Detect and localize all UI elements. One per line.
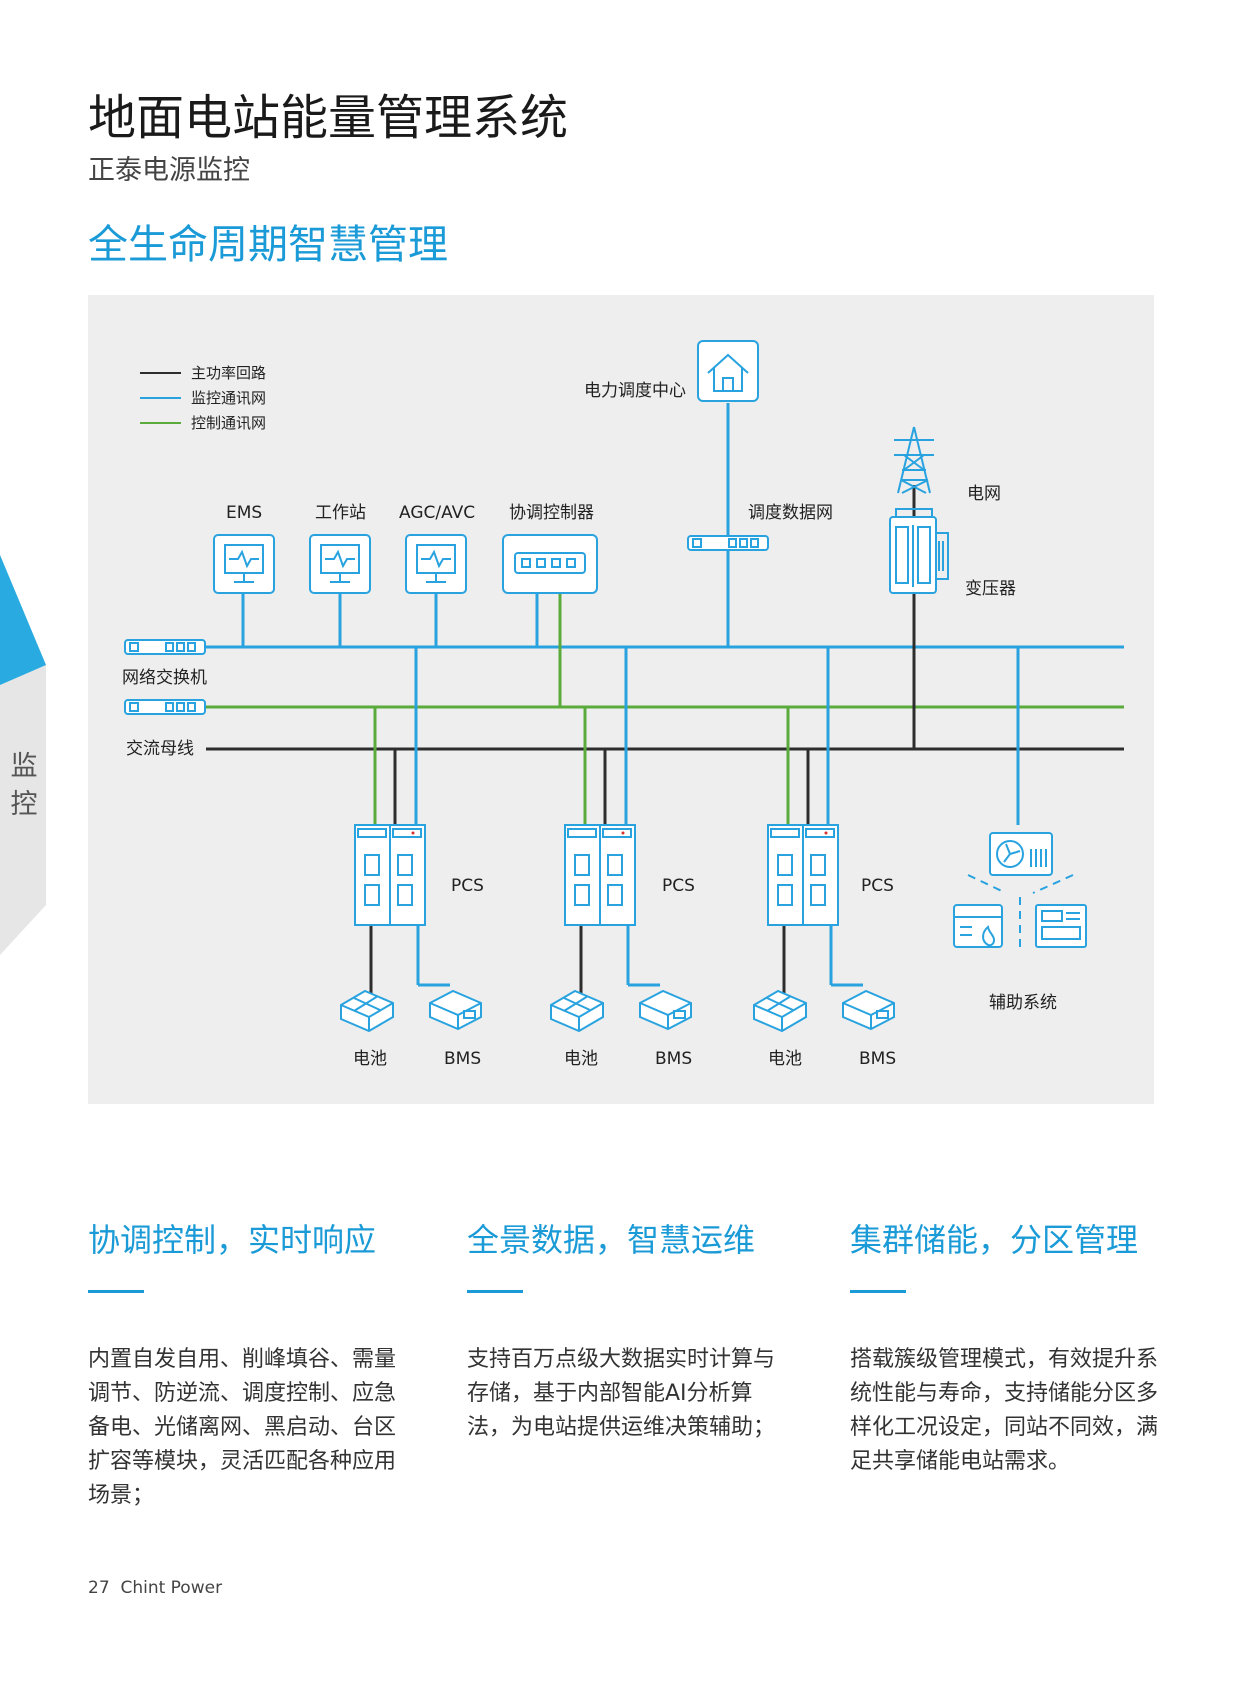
house-icon <box>697 340 759 402</box>
auxiliary-links <box>967 874 1074 950</box>
page-number: 27 <box>88 1578 110 1598</box>
label-bms-2: BMS <box>655 1049 693 1069</box>
label-bms-1: BMS <box>444 1049 482 1069</box>
footer-brand: Chint Power <box>120 1578 223 1598</box>
feature-divider <box>467 1290 523 1293</box>
system-diagram <box>124 340 1124 1033</box>
feature-body: 内置自发自用、削峰填谷、需量调节、防逆流、调度控制、应急备电、光储离网、黑启动、… <box>88 1347 397 1508</box>
label-dispatch-network: 调度数据网 <box>748 503 833 523</box>
label-transformer: 变压器 <box>965 579 1016 599</box>
diagram-panel <box>88 295 1154 1104</box>
label-pcs-1: PCS <box>451 876 484 896</box>
label-bms-3: BMS <box>859 1049 897 1069</box>
pcs-cabinet-icon-3 <box>767 824 839 926</box>
battery-icon-3 <box>753 989 807 1033</box>
legend-control-net: 控制通讯网 <box>191 414 267 432</box>
agc-avc-monitor-icon <box>405 534 467 594</box>
label-ac-bus: 交流母线 <box>126 739 194 759</box>
transformer-icon <box>889 508 949 594</box>
switch-icon-control <box>124 699 206 715</box>
label-battery-1: 电池 <box>353 1049 387 1069</box>
coordinator-icon <box>502 534 598 594</box>
feature-divider <box>88 1290 144 1293</box>
pcs-cabinet-icon-1 <box>354 824 426 926</box>
feature-panoramic-data: 全景数据，智慧运维 支持百万点级大数据实时计算与存储，基于内部智能AI分析算法，… <box>467 1218 777 1445</box>
feature-title: 集群储能，分区管理 <box>850 1221 1139 1259</box>
ems-monitor-icon <box>213 534 275 594</box>
legend-main-power: 主功率回路 <box>191 364 267 382</box>
dispatch-switch-icon <box>687 535 769 551</box>
battery-icon-1 <box>340 989 394 1033</box>
label-pcs-3: PCS <box>861 876 894 896</box>
fire-protection-icon <box>953 904 1003 948</box>
label-battery-2: 电池 <box>564 1049 598 1069</box>
control-panel-icon <box>1035 904 1087 948</box>
feature-cluster-storage: 集群储能，分区管理 搭载簇级管理模式，有效提升系统性能与寿命，支持储能分区多样化… <box>850 1218 1160 1479</box>
label-battery-3: 电池 <box>768 1049 802 1069</box>
page-footer: 27 Chint Power <box>88 1578 222 1598</box>
feature-divider <box>850 1290 906 1293</box>
section-title: 全生命周期智慧管理 <box>88 222 448 268</box>
side-tab <box>0 555 46 955</box>
bms-icon-3 <box>842 989 895 1031</box>
label-agc-avc: AGC/AVC <box>399 503 476 523</box>
page-subtitle: 正泰电源监控 <box>88 155 250 186</box>
page-title: 地面电站能量管理系统 <box>88 90 569 146</box>
label-grid: 电网 <box>967 484 1001 504</box>
label-coordinator: 协调控制器 <box>509 503 594 523</box>
feature-coordinated-control: 协调控制，实时响应 内置自发自用、削峰填谷、需量调节、防逆流、调度控制、应急备电… <box>88 1218 408 1513</box>
transmission-tower-icon <box>894 426 934 494</box>
feature-body: 支持百万点级大数据实时计算与存储，基于内部智能AI分析算法，为电站提供运维决策辅… <box>467 1347 776 1440</box>
label-network-switch: 网络交换机 <box>122 668 207 688</box>
side-tab-label: 监控 <box>10 751 38 820</box>
feature-title: 协调控制，实时响应 <box>88 1221 377 1259</box>
workstation-monitor-icon <box>309 534 371 594</box>
pcs-cabinet-icon-2 <box>564 824 636 926</box>
bms-icon-1 <box>429 989 482 1031</box>
label-workstation: 工作站 <box>315 503 366 523</box>
legend-monitor-net: 监控通讯网 <box>191 389 267 407</box>
label-dispatch-center: 电力调度中心 <box>584 381 686 401</box>
hvac-icon <box>989 832 1053 876</box>
switch-icon-monitor <box>124 639 206 655</box>
bms-icon-2 <box>639 989 692 1031</box>
label-auxiliary: 辅助系统 <box>989 993 1057 1013</box>
feature-title: 全景数据，智慧运维 <box>467 1221 756 1259</box>
label-ems: EMS <box>226 503 263 523</box>
battery-icon-2 <box>550 989 604 1033</box>
label-pcs-2: PCS <box>662 876 695 896</box>
feature-body: 搭载簇级管理模式，有效提升系统性能与寿命，支持储能分区多样化工况设定，同站不同效… <box>850 1347 1159 1474</box>
